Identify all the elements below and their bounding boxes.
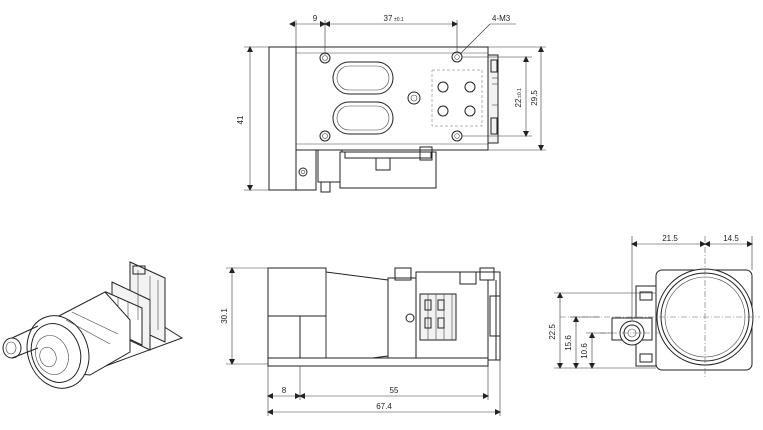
screw-hole-2 bbox=[319, 130, 331, 142]
adjust-screw bbox=[407, 91, 421, 105]
dim-41-label: 41 bbox=[236, 115, 245, 124]
dim-22-5-label: 22.5 bbox=[548, 324, 557, 340]
vent-hole-4 bbox=[464, 105, 476, 117]
dim-14-5-label: 14.5 bbox=[723, 234, 739, 243]
dim-37-label: 37 bbox=[384, 14, 393, 23]
dim-8-label: 8 bbox=[282, 386, 287, 395]
isometric-view bbox=[2, 261, 184, 389]
dim-21-5-label: 21.5 bbox=[662, 234, 678, 243]
lens-cone bbox=[325, 271, 389, 365]
dim-30-1-label: 30.1 bbox=[220, 308, 229, 324]
dim-15-6-label: 15.6 bbox=[564, 335, 573, 351]
lens-front bbox=[26, 315, 90, 389]
end-view: 21.5 14.5 22.5 15.6 10.6 bbox=[548, 234, 760, 378]
connector-right bbox=[487, 54, 499, 144]
dim-29-5-label: 29.5 bbox=[530, 90, 539, 106]
base-plate-side bbox=[267, 357, 489, 367]
main-plate bbox=[295, 46, 489, 151]
vent-hole-2 bbox=[464, 81, 476, 93]
focus-motor bbox=[295, 149, 317, 191]
dim-55-label: 55 bbox=[390, 386, 399, 395]
dim-22-label: 22 bbox=[514, 98, 523, 107]
dim-37-tolerance: ±0.1 bbox=[394, 17, 404, 23]
slot-lower bbox=[332, 101, 394, 135]
callout-4-m3: 4-M3 bbox=[492, 14, 511, 23]
slot-upper bbox=[332, 61, 394, 95]
dim-22-tolerance: ±0.1 bbox=[517, 88, 523, 98]
top-view: 9 37 ±0.1 4-M3 41 22 ±0.1 29.5 bbox=[236, 14, 546, 193]
lens-cap-side bbox=[267, 267, 327, 317]
dim-67-4-label: 67.4 bbox=[376, 402, 392, 411]
vent-hole-3 bbox=[437, 105, 449, 117]
side-view: 30.1 8 55 67.4 bbox=[220, 267, 501, 416]
dim-10-6-label: 10.6 bbox=[580, 343, 589, 359]
vent-hole-1 bbox=[437, 81, 449, 93]
dim-9-label: 9 bbox=[313, 14, 318, 23]
body-block bbox=[387, 277, 417, 359]
lens-housing-top bbox=[268, 46, 297, 191]
